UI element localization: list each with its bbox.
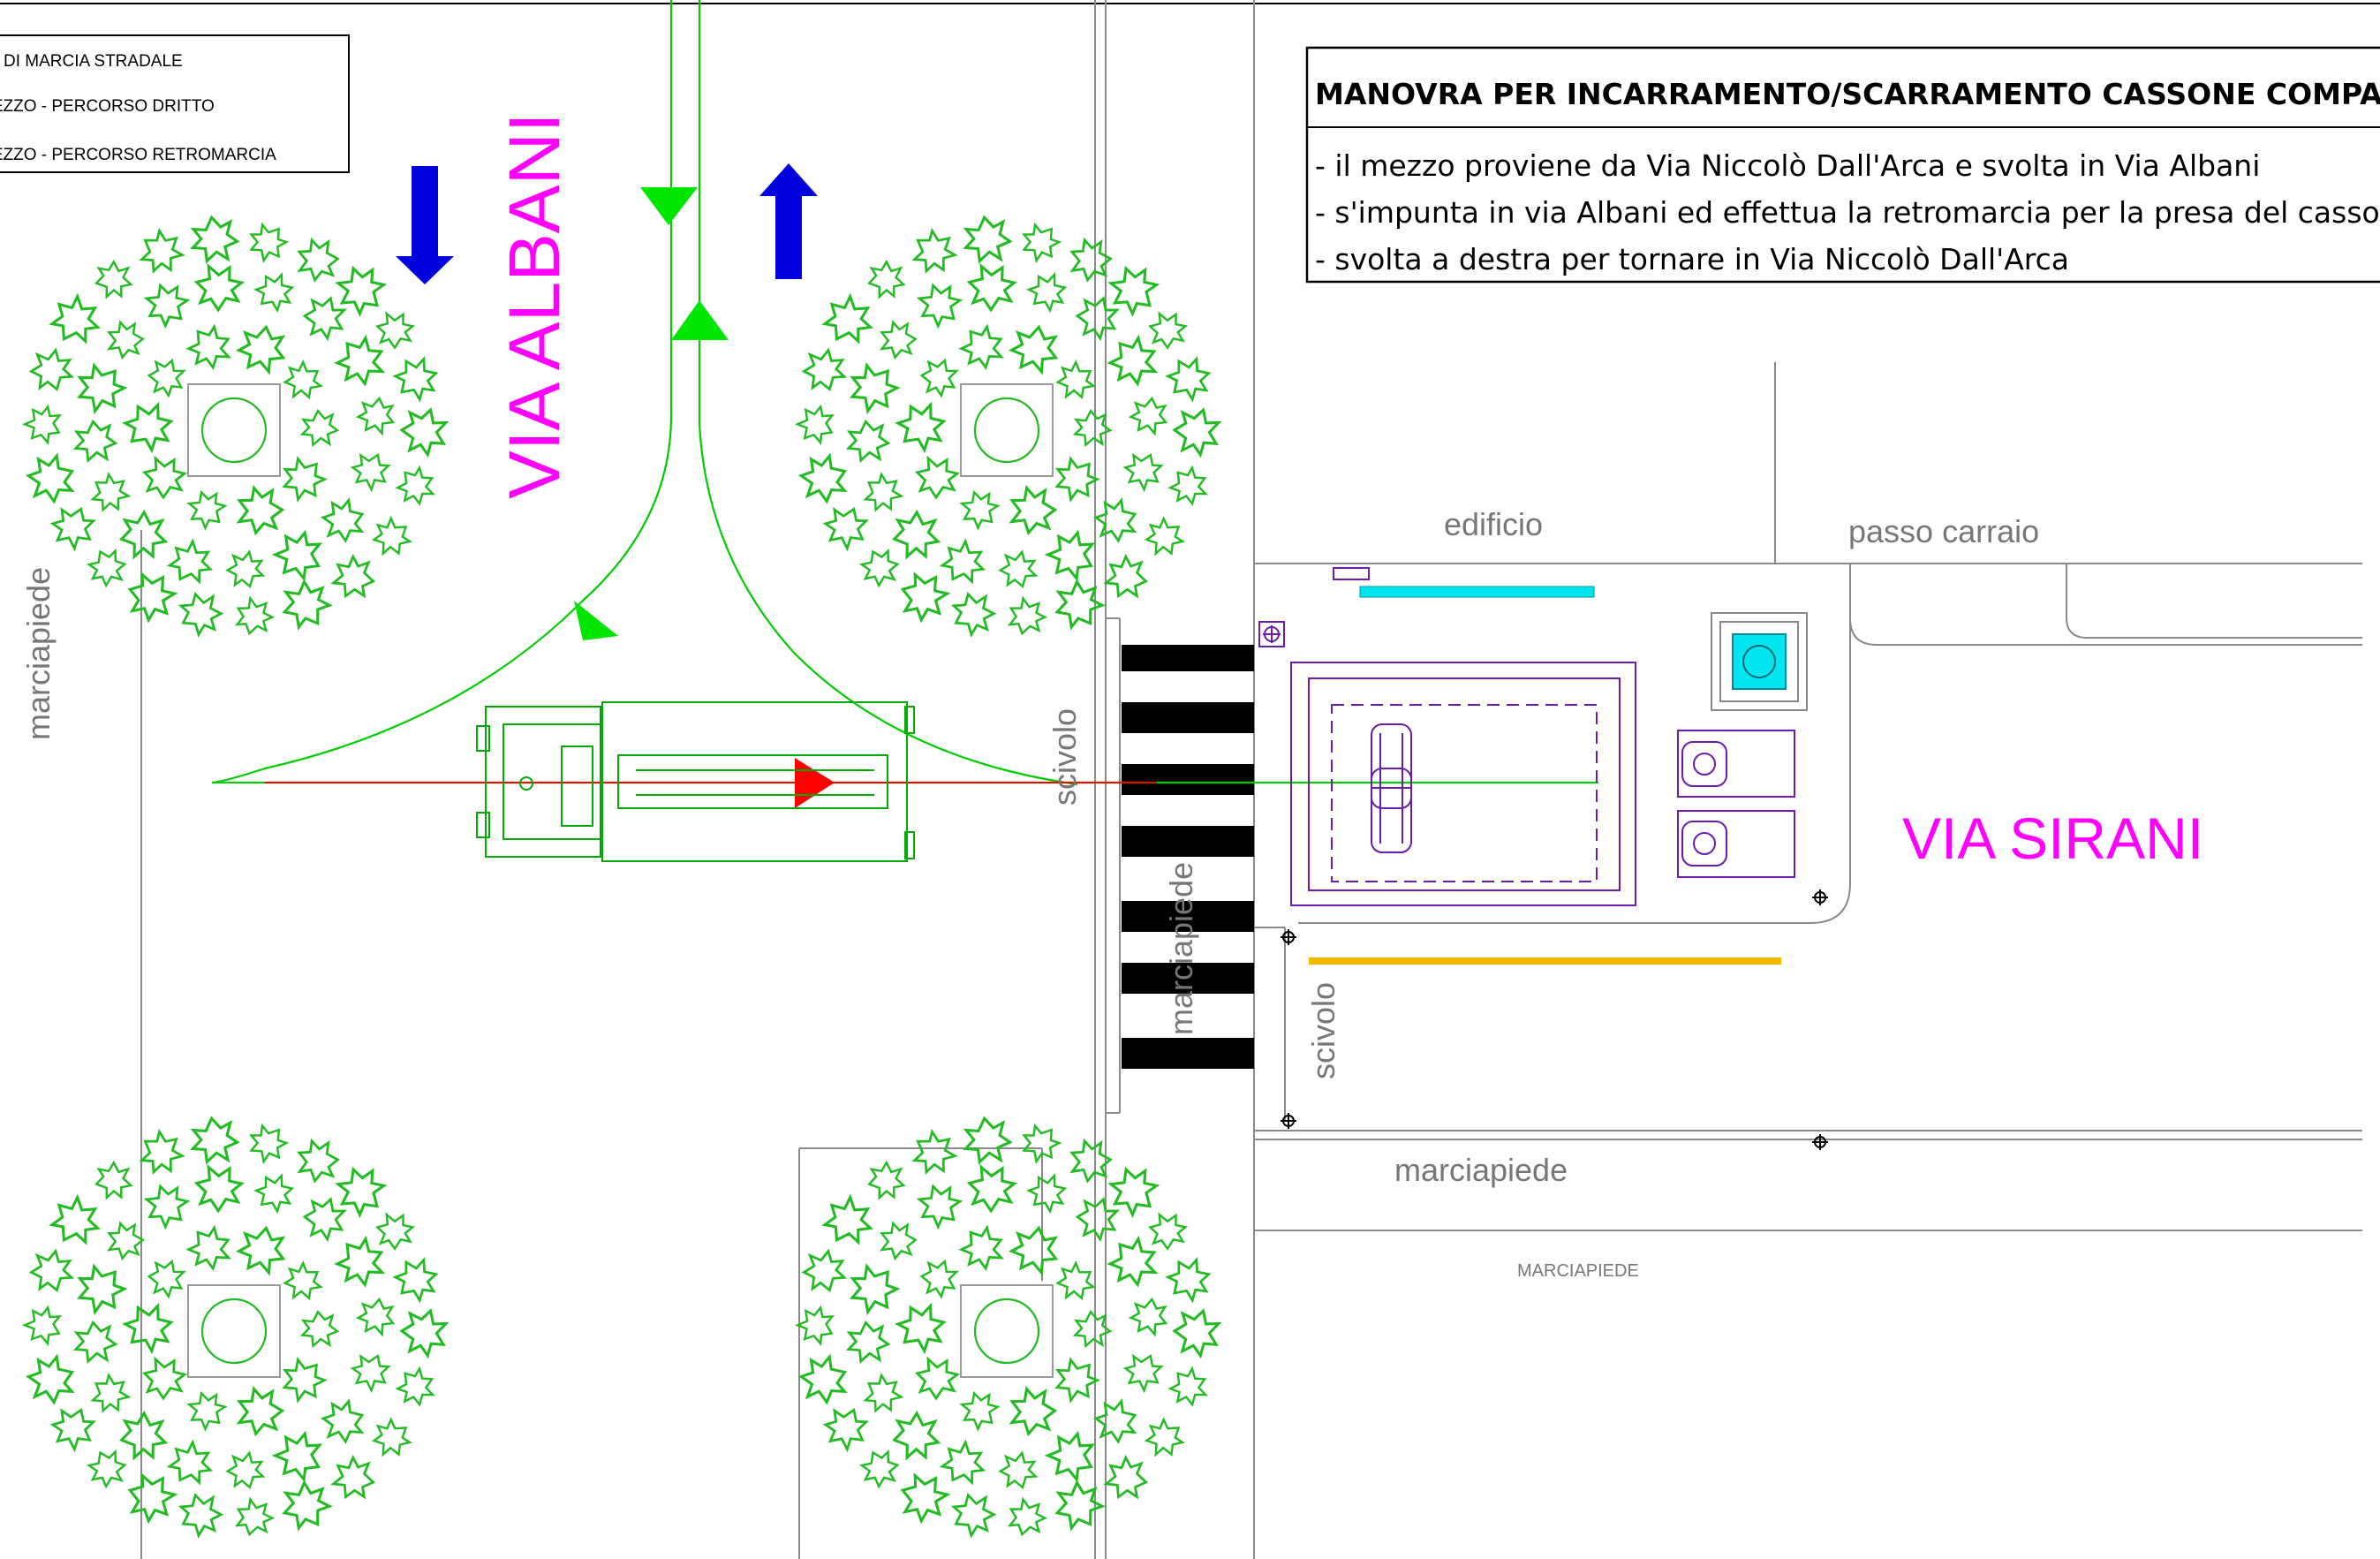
- compactor-platform: [1290, 662, 1636, 906]
- survey-markers: [1281, 889, 1828, 1150]
- crosswalk: [1122, 645, 1254, 1069]
- tree-symbol-icon: [19, 215, 450, 641]
- label-marciapiede-bottom: marciapiede: [1394, 1152, 1568, 1188]
- trees: [19, 215, 1223, 1542]
- label-edificio: edificio: [1444, 506, 1543, 542]
- street-label-sirani: VIA SIRANI: [1902, 806, 2203, 871]
- info-line-3: - svolta a destra per tornare in Via Nic…: [1315, 242, 2069, 276]
- truck: [476, 701, 915, 862]
- street-label-albani: VIA ALBANI: [495, 112, 575, 499]
- info-line-2: - s'impunta in via Albani ed effettua la…: [1315, 195, 2380, 230]
- label-scivolo-1: scivolo: [1046, 708, 1083, 806]
- bins: [1677, 730, 1795, 878]
- legend-item-2: MEZZO - PERCORSO DRITTO: [0, 97, 215, 116]
- tree-symbol-icon: [19, 1116, 450, 1542]
- legend-box: DI MARCIA STRADALE MEZZO - PERCORSO DRIT…: [0, 34, 350, 173]
- info-title: MANOVRA PER INCARRAMENTO/SCARRAMENTO CAS…: [1315, 77, 2380, 111]
- label-marciapiede-left: marciapiede: [20, 567, 57, 740]
- manhole-icon: [1258, 621, 1285, 647]
- green-triangle-icon: [671, 300, 729, 340]
- blue-arrow-down-icon: [396, 166, 454, 284]
- label-scivolo-2: scivolo: [1305, 982, 1341, 1079]
- green-triangle-icon: [574, 601, 618, 640]
- tree-symbol-icon: [791, 1116, 1223, 1542]
- legend-item-3: MEZZO - PERCORSO RETROMARCIA: [0, 146, 276, 164]
- legend-item-1: DI MARCIA STRADALE: [4, 52, 183, 71]
- info-line-1: - il mezzo proviene da Via Niccolò Dall'…: [1315, 148, 2260, 183]
- label-passo-carraio: passo carraio: [1848, 513, 2039, 549]
- red-triangle-icon: [795, 758, 835, 808]
- cyan-strip: [1359, 586, 1595, 598]
- green-triangle-icon: [640, 187, 698, 225]
- label-marciapiede-caps: MARCIAPIEDE: [1517, 1261, 1639, 1281]
- blue-arrow-up-icon: [759, 163, 818, 279]
- info-box: MANOVRA PER INCARRAMENTO/SCARRAMENTO CAS…: [1305, 46, 2380, 284]
- tree-symbol-icon: [791, 215, 1223, 641]
- small-marker: [1333, 567, 1370, 580]
- label-marciapiede-crossing: marciapiede: [1163, 862, 1199, 1035]
- manhole-box: [1711, 612, 1808, 711]
